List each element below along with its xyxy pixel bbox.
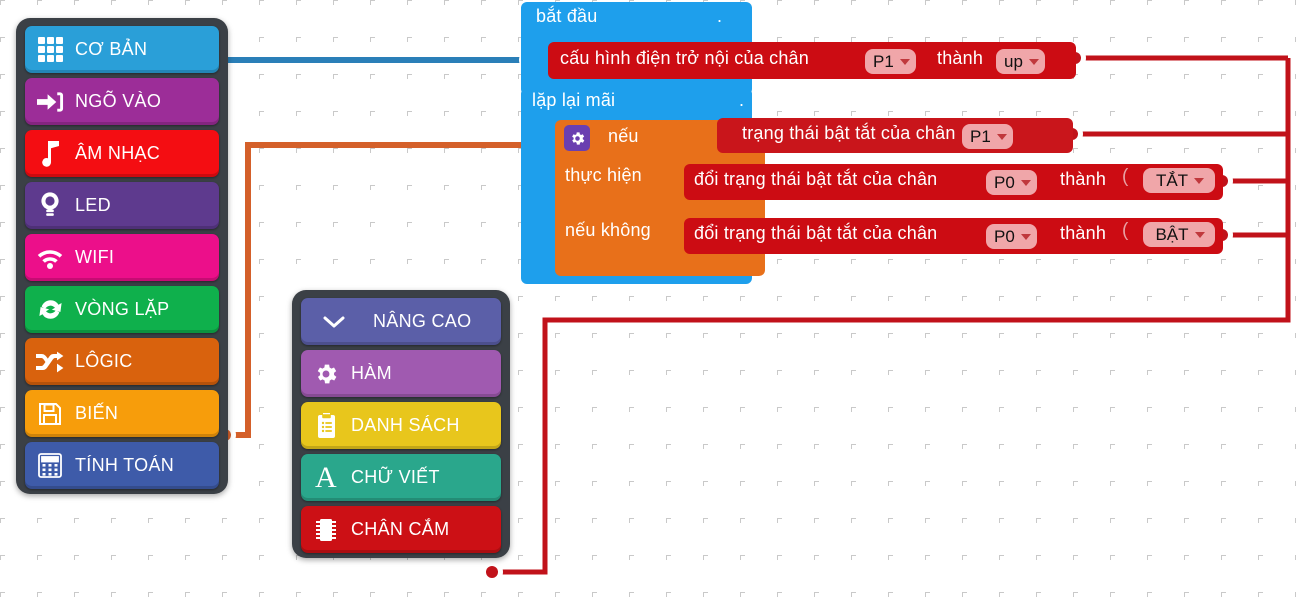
then-action-pin-value: P0	[994, 172, 1015, 192]
then-action-state-value: TẮT	[1155, 170, 1189, 190]
condition-pin-value: P1	[970, 126, 991, 146]
pin-pullup-label-2: thành	[937, 48, 984, 68]
then-action[interactable]	[684, 164, 1223, 200]
shuffle-icon	[35, 347, 65, 377]
if-label: nếu	[608, 126, 639, 146]
lightbulb-icon	[35, 191, 65, 221]
then-action-label-2: thành	[1060, 169, 1107, 189]
chevron-down-icon	[1194, 177, 1205, 184]
start-block-label: bắt đầu	[536, 6, 598, 26]
do-label: thực hiện	[565, 165, 642, 185]
chevron-down-icon	[996, 133, 1007, 140]
then-action-pin-dropdown[interactable]: P0	[986, 170, 1037, 195]
sidebar-item-music[interactable]: ÂM NHẠC	[25, 130, 219, 177]
sidebar-item-list[interactable]: DANH SÁCH	[301, 402, 501, 449]
category-palette: CƠ BẢN NGÕ VÀO ÂM NHẠC LED WIFI VÒNG LẶP	[16, 18, 228, 494]
save-disk-icon	[35, 399, 65, 429]
sidebar-item-label: CƠ BẢN	[75, 39, 148, 59]
chevron-down-icon	[1194, 231, 1205, 238]
wifi-icon	[35, 243, 65, 273]
music-note-icon	[35, 139, 65, 169]
then-action-label-1: đổi trạng thái bật tắt của chân	[694, 169, 938, 189]
else-action-socket-mark: (	[1122, 220, 1129, 241]
condition-pin-dropdown[interactable]: P1	[962, 124, 1013, 149]
sidebar-item-math[interactable]: TÍNH TOÁN	[25, 442, 219, 489]
sidebar-item-label: NGÕ VÀO	[75, 91, 162, 111]
chevron-down-icon	[1020, 179, 1031, 186]
sidebar-item-label: WIFI	[75, 247, 115, 267]
sidebar-item-advanced[interactable]: NÂNG CAO	[301, 298, 501, 345]
sidebar-item-label: TÍNH TOÁN	[75, 455, 175, 475]
sidebar-item-label: DANH SÁCH	[351, 415, 460, 435]
advanced-category-palette: NÂNG CAO HÀM DANH SÁCH A CHỮ VIẾT CHÂN C…	[292, 290, 510, 558]
refresh-icon	[35, 295, 65, 325]
sidebar-item-label: ÂM NHẠC	[75, 143, 161, 163]
letter-a-icon: A	[315, 460, 337, 494]
condition-label: trạng thái bật tắt của chân	[742, 123, 956, 143]
sidebar-item-variable[interactable]: BIẾN	[25, 390, 219, 437]
pin-pullup-label-1: cấu hình điện trở nội của chân	[560, 48, 809, 68]
then-action-state-dropdown[interactable]: TẮT	[1143, 168, 1215, 193]
gear-icon	[311, 359, 341, 389]
forever-block-label: lặp lại mãi	[532, 90, 616, 110]
calculator-icon	[35, 451, 65, 481]
else-action-state-dropdown[interactable]: BẬT	[1143, 222, 1215, 247]
forever-block-dot: .	[739, 90, 745, 110]
if-block-foot	[555, 262, 765, 276]
else-action-label-2: thành	[1060, 223, 1107, 243]
pin-pullup-pin-dropdown[interactable]: P1	[865, 49, 916, 74]
else-action[interactable]	[684, 218, 1223, 254]
else-action-pin-dropdown[interactable]: P0	[986, 224, 1037, 249]
chevron-down-icon	[319, 307, 349, 337]
else-action-state-value: BẬT	[1155, 224, 1189, 244]
sidebar-item-label: VÒNG LẶP	[75, 299, 170, 319]
sidebar-item-function[interactable]: HÀM	[301, 350, 501, 397]
pin-pullup-block[interactable]	[548, 42, 1076, 79]
then-action-socket-mark: (	[1122, 166, 1129, 187]
start-block-dot: .	[717, 6, 723, 26]
chevron-down-icon	[899, 58, 910, 65]
sidebar-item-label: CHỮ VIẾT	[351, 467, 440, 487]
sidebar-item-label: LÔGIC	[75, 351, 133, 371]
sidebar-item-pins[interactable]: CHÂN CẮM	[301, 506, 501, 553]
input-arrow-icon	[35, 87, 65, 117]
pin-pullup-mode-value: up	[1004, 51, 1023, 71]
sidebar-item-label: NÂNG CAO	[373, 311, 472, 331]
gear-icon[interactable]	[564, 125, 590, 151]
sidebar-item-loop[interactable]: VÒNG LẶP	[25, 286, 219, 333]
else-action-pin-value: P0	[994, 226, 1015, 246]
else-label: nếu không	[565, 220, 651, 240]
else-action-label-1: đổi trạng thái bật tắt của chân	[694, 223, 938, 243]
sidebar-item-label: HÀM	[351, 363, 392, 383]
sidebar-item-label: LED	[75, 195, 111, 215]
sidebar-item-text[interactable]: A CHỮ VIẾT	[301, 454, 501, 501]
sidebar-item-label: CHÂN CẮM	[351, 519, 450, 539]
chip-icon	[311, 515, 341, 545]
sidebar-item-logic[interactable]: LÔGIC	[25, 338, 219, 385]
sidebar-item-label: BIẾN	[75, 403, 119, 423]
sidebar-item-basic[interactable]: CƠ BẢN	[25, 26, 219, 73]
chevron-down-icon	[1020, 233, 1031, 240]
sidebar-item-input[interactable]: NGÕ VÀO	[25, 78, 219, 125]
chevron-down-icon	[1028, 58, 1039, 65]
sidebar-item-led[interactable]: LED	[25, 182, 219, 229]
clipboard-icon	[311, 411, 341, 441]
condition-block[interactable]	[717, 118, 1073, 153]
sidebar-item-wifi[interactable]: WIFI	[25, 234, 219, 281]
grid-icon	[35, 35, 65, 65]
pin-pullup-mode-dropdown[interactable]: up	[996, 49, 1045, 74]
pin-pullup-pin-value: P1	[873, 51, 894, 71]
